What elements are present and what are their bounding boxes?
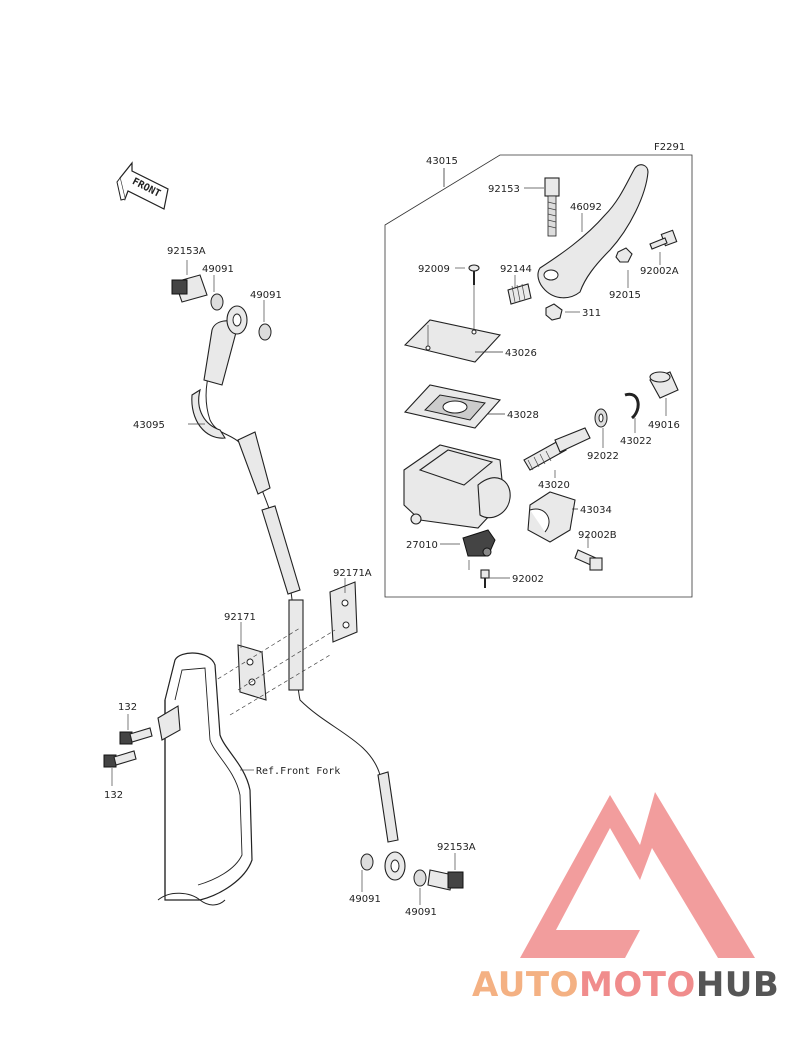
screw-92002 [480, 569, 490, 588]
bolt-92002A [649, 229, 678, 250]
part-label: 43034 [580, 505, 612, 516]
washer-49091-d [413, 869, 427, 887]
bolt-132-a [119, 727, 153, 745]
part-label: 92153 [488, 184, 520, 195]
part-label: 92144 [500, 264, 532, 275]
circlip-43022 [624, 392, 640, 420]
banjo-eye-bottom [384, 851, 406, 881]
bolt-132-b [103, 750, 137, 768]
part-label: 49091 [202, 264, 234, 275]
automotohub-logo [520, 792, 755, 958]
logo-mark [520, 792, 755, 958]
watermark-text: AUTOMOTOHUB [472, 965, 779, 1005]
hose-clamp-92171 [237, 644, 267, 701]
part-label: 49091 [405, 907, 437, 918]
part-label: 311 [582, 308, 601, 319]
part-labels: 43015 92153 46092 92009 92144 92002A 920… [104, 156, 680, 918]
washer-49091-c [360, 853, 374, 871]
washer-92022 [594, 408, 608, 428]
front-direction-arrow: FRONT [116, 161, 169, 210]
master-cylinder-box [384, 154, 693, 598]
fork-bracket [157, 705, 181, 741]
diagram-code: F2291 [654, 142, 685, 153]
watermark-hub: HUB [696, 965, 779, 1005]
banjo-bolt-top [171, 274, 208, 303]
part-label: 92009 [418, 264, 450, 275]
ref-front-fork-label: Ref.Front Fork [256, 766, 340, 777]
part-label: 92022 [587, 451, 619, 462]
part-label: 92002 [512, 574, 544, 585]
part-label: 132 [118, 702, 137, 713]
part-label: 92153A [437, 842, 476, 853]
part-label: 27010 [406, 540, 438, 551]
part-label: 92015 [609, 290, 641, 301]
banjo-bolt-bottom [427, 869, 464, 891]
part-label: 43015 [426, 156, 458, 167]
part-label: 49091 [349, 894, 381, 905]
part-label: 43028 [507, 410, 539, 421]
diaphragm-43028 [403, 384, 502, 429]
part-label: 92171A [333, 568, 372, 579]
part-label: 92171 [224, 612, 256, 623]
brake-hose-43095 [191, 320, 399, 843]
hose-clamp-92171A [329, 581, 358, 643]
washer-49091-a [210, 293, 224, 311]
washer-49091-b [258, 323, 272, 341]
nut-311 [545, 303, 563, 321]
part-label: 132 [104, 790, 123, 801]
front-fork [157, 652, 253, 906]
bolt-92153-top [544, 177, 560, 237]
part-label: 43026 [505, 348, 537, 359]
part-label: 43020 [538, 480, 570, 491]
watermark-auto: AUTO [472, 965, 579, 1005]
watermark-moto: MOTO [579, 965, 696, 1005]
part-label: 49091 [250, 290, 282, 301]
screw-92009 [468, 264, 480, 285]
cylinder-body [403, 444, 511, 529]
brake-switch-27010 [462, 529, 496, 557]
part-label: 46092 [570, 202, 602, 213]
cap-43026 [403, 319, 502, 363]
clamp-43034 [527, 491, 576, 543]
brake-lever [537, 164, 649, 299]
part-label: 43095 [133, 420, 165, 431]
leader-lines [186, 187, 661, 905]
banjo-eye-top [226, 305, 248, 335]
piston-43020 [523, 427, 591, 471]
part-label: 49016 [648, 420, 680, 431]
part-label: 92153A [167, 246, 206, 257]
bolt-92002B [574, 549, 603, 571]
part-label: 92002B [578, 530, 617, 541]
part-label: 92002A [640, 266, 679, 277]
spring-92144 [507, 283, 532, 305]
part-label: 43022 [620, 436, 652, 447]
nut-92015 [615, 247, 633, 263]
boot-49016 [649, 371, 679, 399]
